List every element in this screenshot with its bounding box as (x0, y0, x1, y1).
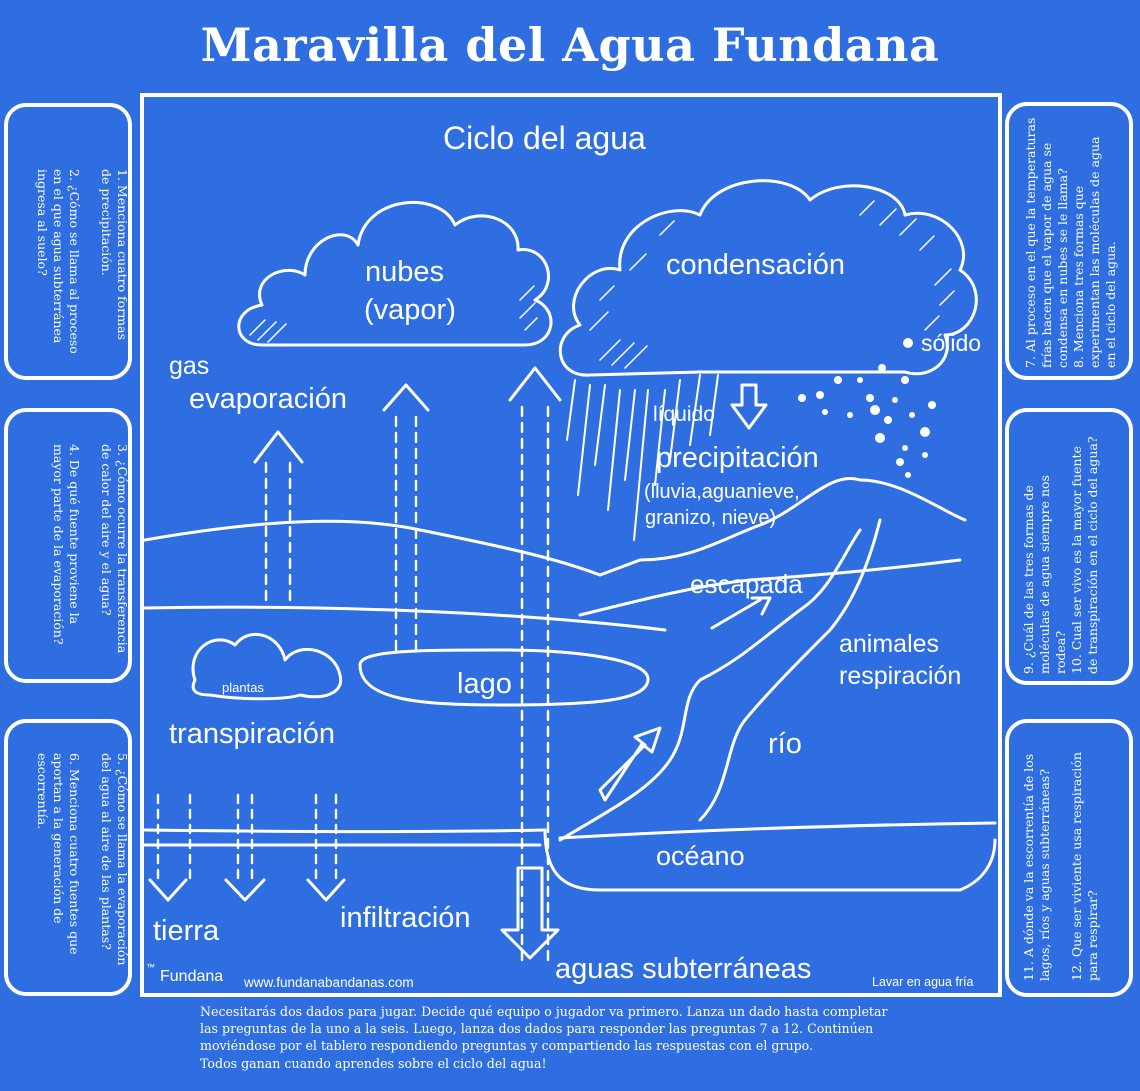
ground-line (143, 821, 997, 840)
label-liquido: líquido (653, 403, 715, 426)
label-lago: lago (457, 668, 512, 700)
instruction-line: Todos ganan cuando aprendes sobre el cic… (200, 1055, 547, 1071)
instruction-line: las preguntas de la uno a la seis. Luego… (200, 1021, 874, 1037)
question-text: 3. ¿Cómo ocurre la transferencia de calo… (51, 444, 130, 654)
board-heading: Ciclo del agua (443, 120, 646, 156)
label-vapor: (vapor) (364, 294, 456, 326)
game-instructions: Necesitarás dos dados para jugar. Decide… (200, 1003, 1020, 1072)
label-rio: río (768, 728, 802, 760)
instruction-line: Necesitarás dos dados para jugar. Decide… (200, 1004, 888, 1019)
question-text: 5. ¿Cómo se llama la evaporación del agu… (35, 753, 130, 966)
brand-name: Fundana (160, 968, 224, 985)
question-card-11-12[interactable]: 11. A dónde va la escorrentía de los lag… (1005, 719, 1133, 997)
question-text: 9. ¿Cuál de las tres formas de moléculas… (1021, 436, 1100, 674)
label-precipitacion: precipitación (656, 442, 819, 474)
question-text: 11. A dónde va la escorrentía de los lag… (1021, 752, 1100, 981)
plants (191, 632, 343, 701)
question-card-1-2[interactable]: 1. Menciona cuatro formas de precipitaci… (4, 103, 132, 380)
question-card-9-10[interactable]: 9. ¿Cuál de las tres formas de moléculas… (1005, 408, 1133, 685)
hills (143, 476, 967, 577)
runoff-arrow (710, 596, 772, 630)
cloud-right (558, 179, 978, 377)
question-card-3-4[interactable]: 3. ¿Cómo ocurre la transferencia de calo… (4, 408, 132, 683)
label-infiltracion: infiltración (340, 902, 471, 934)
label-evaporacion: evaporación (189, 383, 347, 415)
label-nubes: nubes (365, 256, 445, 288)
trademark: ™ (146, 962, 155, 972)
label-transpiracion: transpiración (169, 718, 336, 750)
label-escapada: escapada (690, 569, 803, 599)
label-tierra: tierra (153, 915, 220, 947)
precipitation-arrow (730, 383, 768, 430)
label-respiracion: respiración (839, 662, 962, 690)
question-text: 7. Al proceso en el que la temperaturas … (1023, 117, 1118, 368)
evaporation-arrow-1 (264, 460, 292, 602)
label-aguas-subterraneas: aguas subterráneas (555, 953, 812, 985)
question-card-7-8[interactable]: 7. Al proceso en el que la temperaturas … (1005, 102, 1133, 380)
ocean (543, 828, 997, 892)
website: www.fundanabandanas.com (244, 975, 414, 990)
page-title: Maravilla del Agua Fundana (200, 18, 940, 72)
river (558, 528, 862, 842)
label-precip-detail-1: (lluvia,aguanieve, (644, 481, 800, 503)
label-condensacion: condensación (666, 249, 845, 281)
question-text: 1. Menciona cuatro formas de precipitaci… (35, 169, 130, 354)
label-animales: animales (839, 630, 940, 658)
cloud-left (237, 201, 553, 347)
question-card-5-6[interactable]: 5. ¿Cómo se llama la evaporación del agu… (4, 719, 132, 996)
label-plantas: plantas (222, 680, 264, 695)
label-solido: sólido (921, 330, 982, 356)
label-oceano: océano (656, 841, 745, 871)
groundwater-arrow (500, 866, 560, 960)
lake (358, 648, 650, 707)
evaporation-arrow-3 (520, 398, 550, 962)
runoff-arrow-big (598, 726, 662, 802)
care-label: Lavar en agua fría (872, 975, 974, 989)
game-board (140, 93, 1002, 997)
evaporation-arrow-2 (394, 408, 418, 652)
snow-dots (798, 338, 936, 478)
label-gas: gas (169, 352, 210, 380)
instruction-line: moviéndose por el tablero respondiendo p… (200, 1038, 814, 1054)
label-precip-detail-2: granizo, nieve) (645, 507, 777, 529)
